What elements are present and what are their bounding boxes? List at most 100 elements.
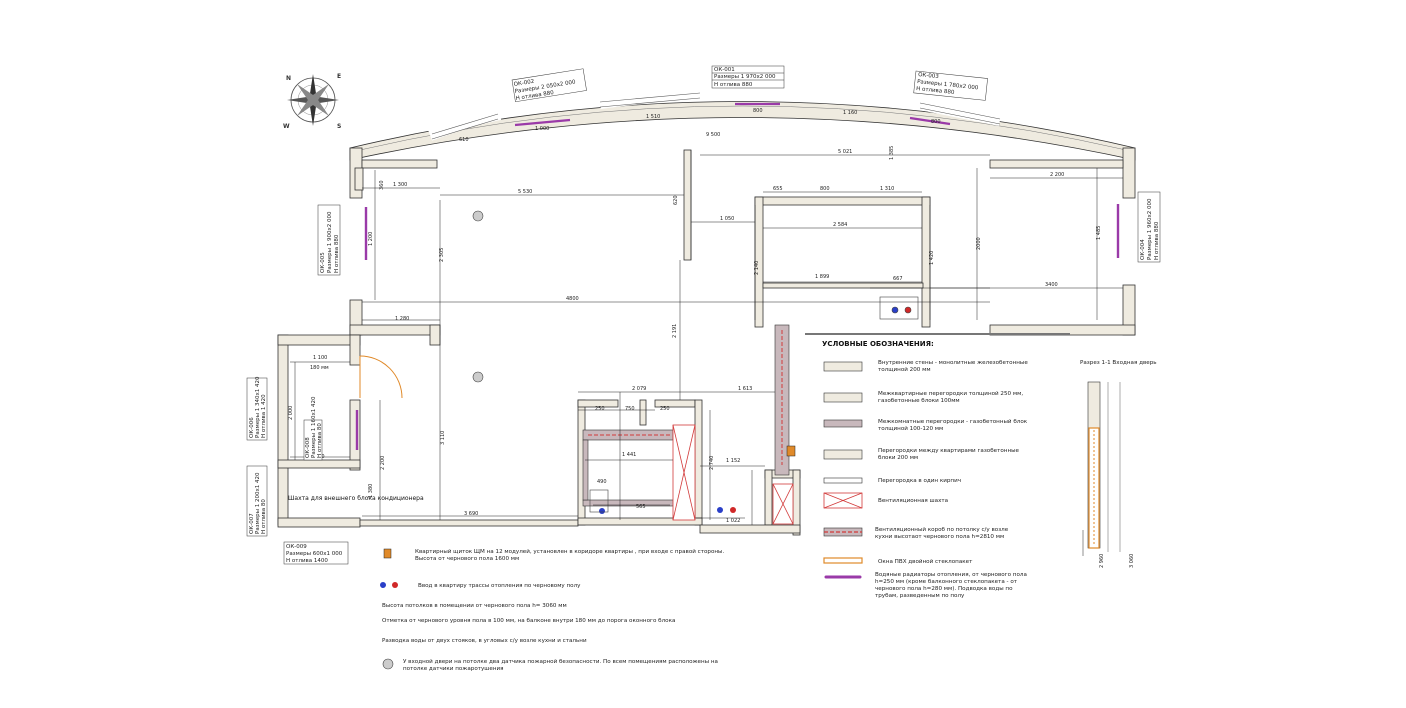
svg-text:9 500: 9 500 xyxy=(706,132,720,138)
radiators-top xyxy=(514,102,951,127)
svg-text:360: 360 xyxy=(379,180,385,190)
svg-text:2 079: 2 079 xyxy=(632,386,646,392)
svg-text:Н отлива 880: Н отлива 880 xyxy=(1154,221,1160,260)
svg-text:Размеры 1 340х1 420: Размеры 1 340х1 420 xyxy=(255,376,261,438)
svg-text:Н отлива 1 420: Н отлива 1 420 xyxy=(261,394,267,438)
svg-text:Квартирный щиток ЩМ на 12 моду: Квартирный щиток ЩМ на 12 модулей, устан… xyxy=(415,548,724,562)
legend-window-icon xyxy=(823,557,863,564)
vent-shaft-icon xyxy=(672,424,794,525)
svg-text:ОК-007: ОК-007 xyxy=(249,513,255,534)
fire-detector-icons xyxy=(472,210,484,383)
svg-text:Разводка воды от двух стояков,: Разводка воды от двух стояков, в угловых… xyxy=(382,638,587,644)
svg-text:Окна ПВХ двойной стеклопакет: Окна ПВХ двойной стеклопакет xyxy=(878,558,973,565)
svg-text:ОК-001: ОК-001 xyxy=(714,67,735,73)
svg-text:1 100: 1 100 xyxy=(313,355,327,361)
svg-text:Н отлива 80: Н отлива 80 xyxy=(317,423,323,458)
svg-text:2 200: 2 200 xyxy=(1050,172,1064,178)
vent-duct xyxy=(588,330,783,465)
svg-text:800: 800 xyxy=(753,108,763,114)
svg-text:2 140: 2 140 xyxy=(754,261,760,275)
svg-text:3 110: 3 110 xyxy=(440,431,446,445)
compass-n: N xyxy=(286,75,291,82)
notes: Квартирный щиток ЩМ на 12 модулей, устан… xyxy=(380,548,724,672)
svg-text:Перегородки между квартирами г: Перегородки между квартирами газобетонны… xyxy=(878,448,1020,461)
svg-text:Н отлива 880: Н отлива 880 xyxy=(916,86,955,96)
svg-text:1 022: 1 022 xyxy=(726,518,740,524)
door-section-drawing: Разрез 1-1 Входная дверь xyxy=(1080,360,1157,552)
svg-text:Высота потолков в помещении от: Высота потолков в помещении от чернового… xyxy=(382,603,567,609)
legend-swatch-interroom xyxy=(823,419,863,428)
svg-text:1 380: 1 380 xyxy=(368,484,374,498)
window-tags xyxy=(246,65,1161,565)
shaft-room-label: Шахта для внешнего блока кондиционера xyxy=(288,495,424,502)
svg-text:1 300: 1 300 xyxy=(393,182,407,188)
svg-text:Водяные радиаторы отопления, о: Водяные радиаторы отопления, от черновог… xyxy=(875,572,1027,599)
sink-fixture-icons xyxy=(589,296,919,513)
svg-text:2 000: 2 000 xyxy=(288,406,294,420)
svg-text:Внутренние стены - монолитные: Внутренние стены - монолитные железобето… xyxy=(878,360,1028,373)
svg-text:2000: 2000 xyxy=(976,237,982,250)
compass-rose-icon: N E S W xyxy=(283,73,341,130)
svg-text:2 584: 2 584 xyxy=(833,222,847,228)
walls xyxy=(277,147,1136,536)
note-red-dot-icon xyxy=(392,582,398,588)
svg-text:800: 800 xyxy=(931,119,941,125)
svg-text:1 510: 1 510 xyxy=(646,114,660,120)
svg-text:1 200: 1 200 xyxy=(368,232,374,246)
svg-text:Отметка от чернового уровня по: Отметка от чернового уровня пола в 100 м… xyxy=(382,618,675,624)
svg-text:Размеры 600х1 000: Размеры 600х1 000 xyxy=(286,551,343,557)
svg-text:1 613: 1 613 xyxy=(738,386,752,392)
svg-text:5 021: 5 021 xyxy=(838,149,852,155)
svg-text:ОК-002: ОК-002 xyxy=(513,79,534,88)
svg-text:Н отлива 1400: Н отлива 1400 xyxy=(286,558,328,564)
svg-text:Размеры 1 960х2 000: Размеры 1 960х2 000 xyxy=(1147,198,1153,260)
svg-text:250: 250 xyxy=(660,406,670,412)
svg-text:180 мм: 180 мм xyxy=(310,365,329,371)
window-tag-labels: ОК-001 Размеры 1 970х2 000 Н отлива 880 … xyxy=(249,67,1160,564)
svg-text:1 000: 1 000 xyxy=(535,126,549,132)
svg-text:Вентиляционная шахта: Вентиляционная шахта xyxy=(878,498,948,504)
legend-swatch-bearing-wall xyxy=(823,361,863,372)
compass-s: S xyxy=(337,123,341,130)
svg-text:2 200: 2 200 xyxy=(380,456,386,470)
svg-text:1 899: 1 899 xyxy=(815,274,829,280)
svg-text:3 060: 3 060 xyxy=(1129,554,1135,568)
legend-swatch-brick xyxy=(823,477,863,484)
svg-text:1 385: 1 385 xyxy=(889,146,895,160)
legend-swatch-interapartment xyxy=(823,392,863,403)
svg-text:Межкомнатные перегородки - газ: Межкомнатные перегородки - газобетонный … xyxy=(878,418,1028,432)
svg-text:620: 620 xyxy=(673,195,679,205)
svg-text:ОК-003: ОК-003 xyxy=(918,72,940,80)
svg-text:ОК-009: ОК-009 xyxy=(286,544,307,550)
svg-text:Размеры 1 160х1 420: Размеры 1 160х1 420 xyxy=(311,396,317,458)
svg-text:250: 250 xyxy=(595,406,605,412)
svg-text:Н отлива 80: Н отлива 80 xyxy=(261,499,267,534)
svg-text:Ввод в квартиру трассы отоплен: Ввод в квартиру трассы отопления по черн… xyxy=(418,583,581,589)
section-title: Разрез 1-1 Входная дверь xyxy=(1080,360,1157,366)
svg-text:Размеры 1 200х1 420: Размеры 1 200х1 420 xyxy=(255,472,261,534)
svg-text:ОК-008: ОК-008 xyxy=(305,437,311,458)
note-fire-detector-icon xyxy=(382,658,394,670)
svg-text:2 305: 2 305 xyxy=(439,248,445,262)
compass-e: E xyxy=(337,73,341,80)
svg-text:1 280: 1 280 xyxy=(395,316,409,322)
legend-vent-shaft-icon xyxy=(823,492,863,509)
outer-curved-wall xyxy=(349,101,1136,161)
svg-text:3 690: 3 690 xyxy=(464,511,478,517)
svg-text:Н отлива 880: Н отлива 880 xyxy=(334,234,340,273)
svg-text:2 960: 2 960 xyxy=(1099,554,1105,568)
svg-text:1 050: 1 050 xyxy=(720,216,734,222)
compass-w: W xyxy=(283,123,290,130)
note-blue-dot-icon xyxy=(380,582,386,588)
svg-text:Перегородка в один кирпич: Перегородка в один кирпич xyxy=(878,478,961,484)
svg-text:750: 750 xyxy=(625,406,635,412)
svg-text:Размеры 1 900х2 000: Размеры 1 900х2 000 xyxy=(327,211,333,273)
dimension-lines xyxy=(290,150,1123,556)
svg-text:1 310: 1 310 xyxy=(880,186,894,192)
svg-text:ОК-006: ОК-006 xyxy=(249,417,255,438)
svg-text:1 441: 1 441 xyxy=(622,452,636,458)
svg-text:610: 610 xyxy=(459,137,469,143)
svg-text:Межквартирные перегородки толщ: Межквартирные перегородки толщиной 250 м… xyxy=(878,390,1023,404)
dimension-labels: 1 300 5 530 9 500 5 021 2 200 610 1 000 … xyxy=(288,108,1135,568)
curved-wall-window-gaps xyxy=(427,88,1002,141)
